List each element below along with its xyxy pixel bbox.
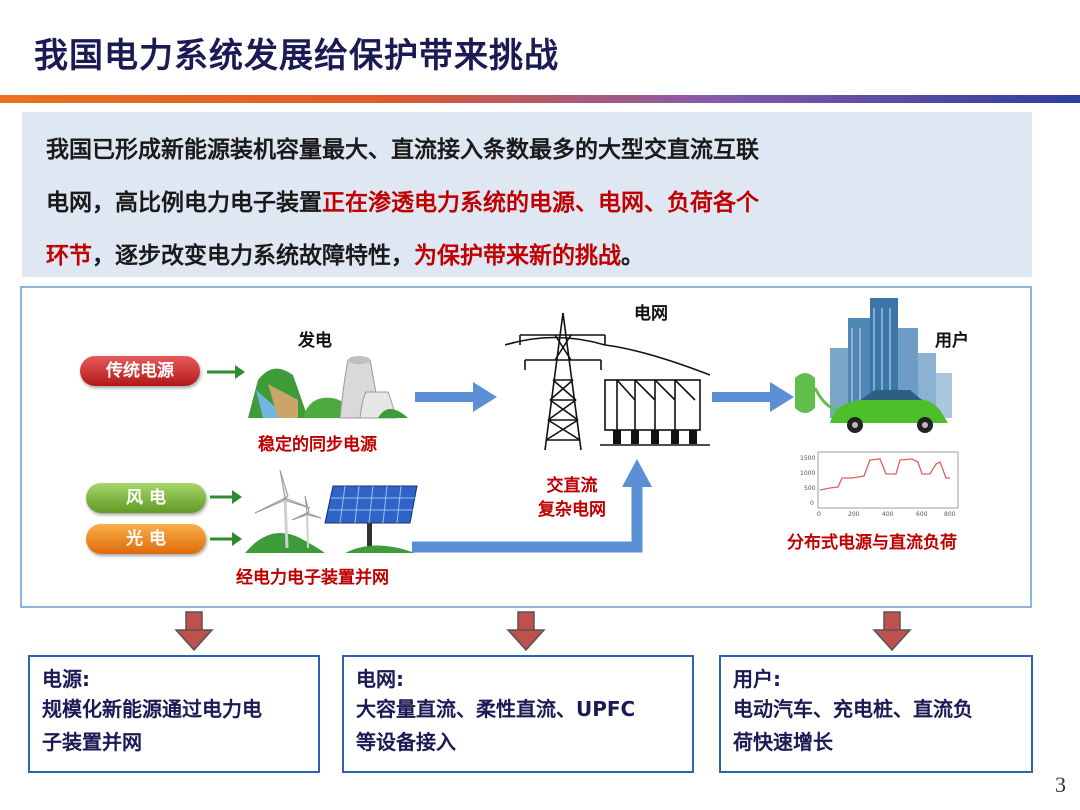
intro-line-3-red2: 为保护带来新的挑战 bbox=[414, 243, 621, 269]
mini-y-tick: 1000 bbox=[800, 470, 815, 477]
box-text-line: 荷快速增长 bbox=[733, 730, 833, 754]
box-text-line: 子装置并网 bbox=[42, 730, 142, 754]
box-heading: 电源: bbox=[42, 667, 90, 691]
mini-x-tick: 400 bbox=[882, 511, 894, 518]
grid-caption-line-2: 复杂电网 bbox=[538, 500, 606, 520]
intro-line-1: 我国已形成新能源装机容量最大、直流接入条数最多的大型交直流互联 bbox=[46, 124, 1012, 177]
transmission-tower-substation-icon bbox=[505, 312, 710, 451]
blue-elbow-arrow-icon bbox=[412, 459, 652, 553]
city-ev-icon bbox=[795, 298, 952, 433]
intro-line-3-black: ，逐步改变电力系统故障特性， bbox=[92, 243, 414, 269]
grid-caption-line-1: 交直流 bbox=[546, 476, 598, 496]
mini-x-tick: 200 bbox=[848, 511, 860, 518]
pill-solar-power: 光 电 bbox=[86, 524, 206, 554]
power-system-diagram bbox=[20, 286, 1032, 608]
intro-line-2: 电网，高比例电力电子装置正在渗透电力系统的电源、电网、负荷各个 bbox=[46, 177, 1012, 230]
box-text-line: 大容量直流、柔性直流、UPFC bbox=[356, 697, 636, 721]
mini-x-tick: 0 bbox=[817, 511, 821, 518]
box-power-source: 电源: 规模化新能源通过电力电 子装置并网 bbox=[28, 655, 320, 773]
title-gradient-bar bbox=[0, 95, 1080, 103]
intro-line-3-red: 环节 bbox=[46, 243, 92, 269]
down-arrow-icon bbox=[174, 611, 214, 652]
green-arrow-icon bbox=[207, 365, 245, 379]
grid-label: 电网 bbox=[634, 304, 668, 324]
intro-line-2-red: 正在渗透电力系统的电源、电网、负荷各个 bbox=[322, 190, 759, 216]
mini-x-tick: 600 bbox=[916, 511, 928, 518]
intro-line-3-end: 。 bbox=[621, 243, 644, 269]
box-text-line: 电动汽车、充电桩、直流负 bbox=[733, 697, 973, 721]
grid-caption: 交直流 复杂电网 bbox=[522, 474, 622, 522]
wind-solar-icon bbox=[245, 469, 418, 553]
intro-line-3: 环节，逐步改变电力系统故障特性，为保护带来新的挑战。 bbox=[46, 230, 1012, 283]
mini-y-tick: 0 bbox=[810, 500, 814, 507]
box-text-line: 等设备接入 bbox=[356, 730, 456, 754]
load-curve-mini-chart: 1500 1000 500 0 0 200 400 600 800 bbox=[800, 451, 959, 518]
intro-panel: 我国已形成新能源装机容量最大、直流接入条数最多的大型交直流互联 电网，高比例电力… bbox=[22, 112, 1032, 277]
box-heading: 用户: bbox=[733, 667, 781, 691]
mini-y-tick: 500 bbox=[804, 485, 816, 492]
user-label: 用户 bbox=[935, 331, 969, 351]
down-arrow-icon bbox=[872, 611, 912, 652]
power-electronics-label: 经电力电子装置并网 bbox=[236, 568, 389, 588]
intro-line-1-text: 我国已形成新能源装机容量最大、直流接入条数最多的大型交直流互联 bbox=[46, 137, 759, 163]
page-number: 3 bbox=[1055, 772, 1066, 797]
box-text-line: 规模化新能源通过电力电 bbox=[42, 697, 262, 721]
box-user: 用户: 电动汽车、充电桩、直流负 荷快速增长 bbox=[719, 655, 1033, 773]
box-heading: 电网: bbox=[356, 667, 404, 691]
mini-y-tick: 1500 bbox=[800, 455, 815, 462]
green-arrow-icon bbox=[210, 532, 242, 546]
generation-label: 发电 bbox=[298, 331, 332, 351]
box-grid: 电网: 大容量直流、柔性直流、UPFC 等设备接入 bbox=[342, 655, 694, 773]
mini-x-tick: 800 bbox=[944, 511, 956, 518]
stable-sync-source-label: 稳定的同步电源 bbox=[258, 435, 377, 455]
pill-wind-power: 风 电 bbox=[86, 483, 206, 513]
intro-line-2-black: 电网，高比例电力电子装置 bbox=[46, 190, 322, 216]
page-title: 我国电力系统发展给保护带来挑战 bbox=[34, 36, 559, 76]
user-caption: 分布式电源与直流负荷 bbox=[787, 533, 957, 553]
blue-arrow-icon bbox=[415, 382, 497, 412]
green-arrow-icon bbox=[210, 490, 242, 504]
hydro-nuclear-plant-icon bbox=[248, 356, 408, 419]
pill-traditional-power: 传统电源 bbox=[80, 356, 200, 386]
down-arrow-icon bbox=[506, 611, 546, 652]
blue-arrow-icon bbox=[712, 382, 794, 412]
